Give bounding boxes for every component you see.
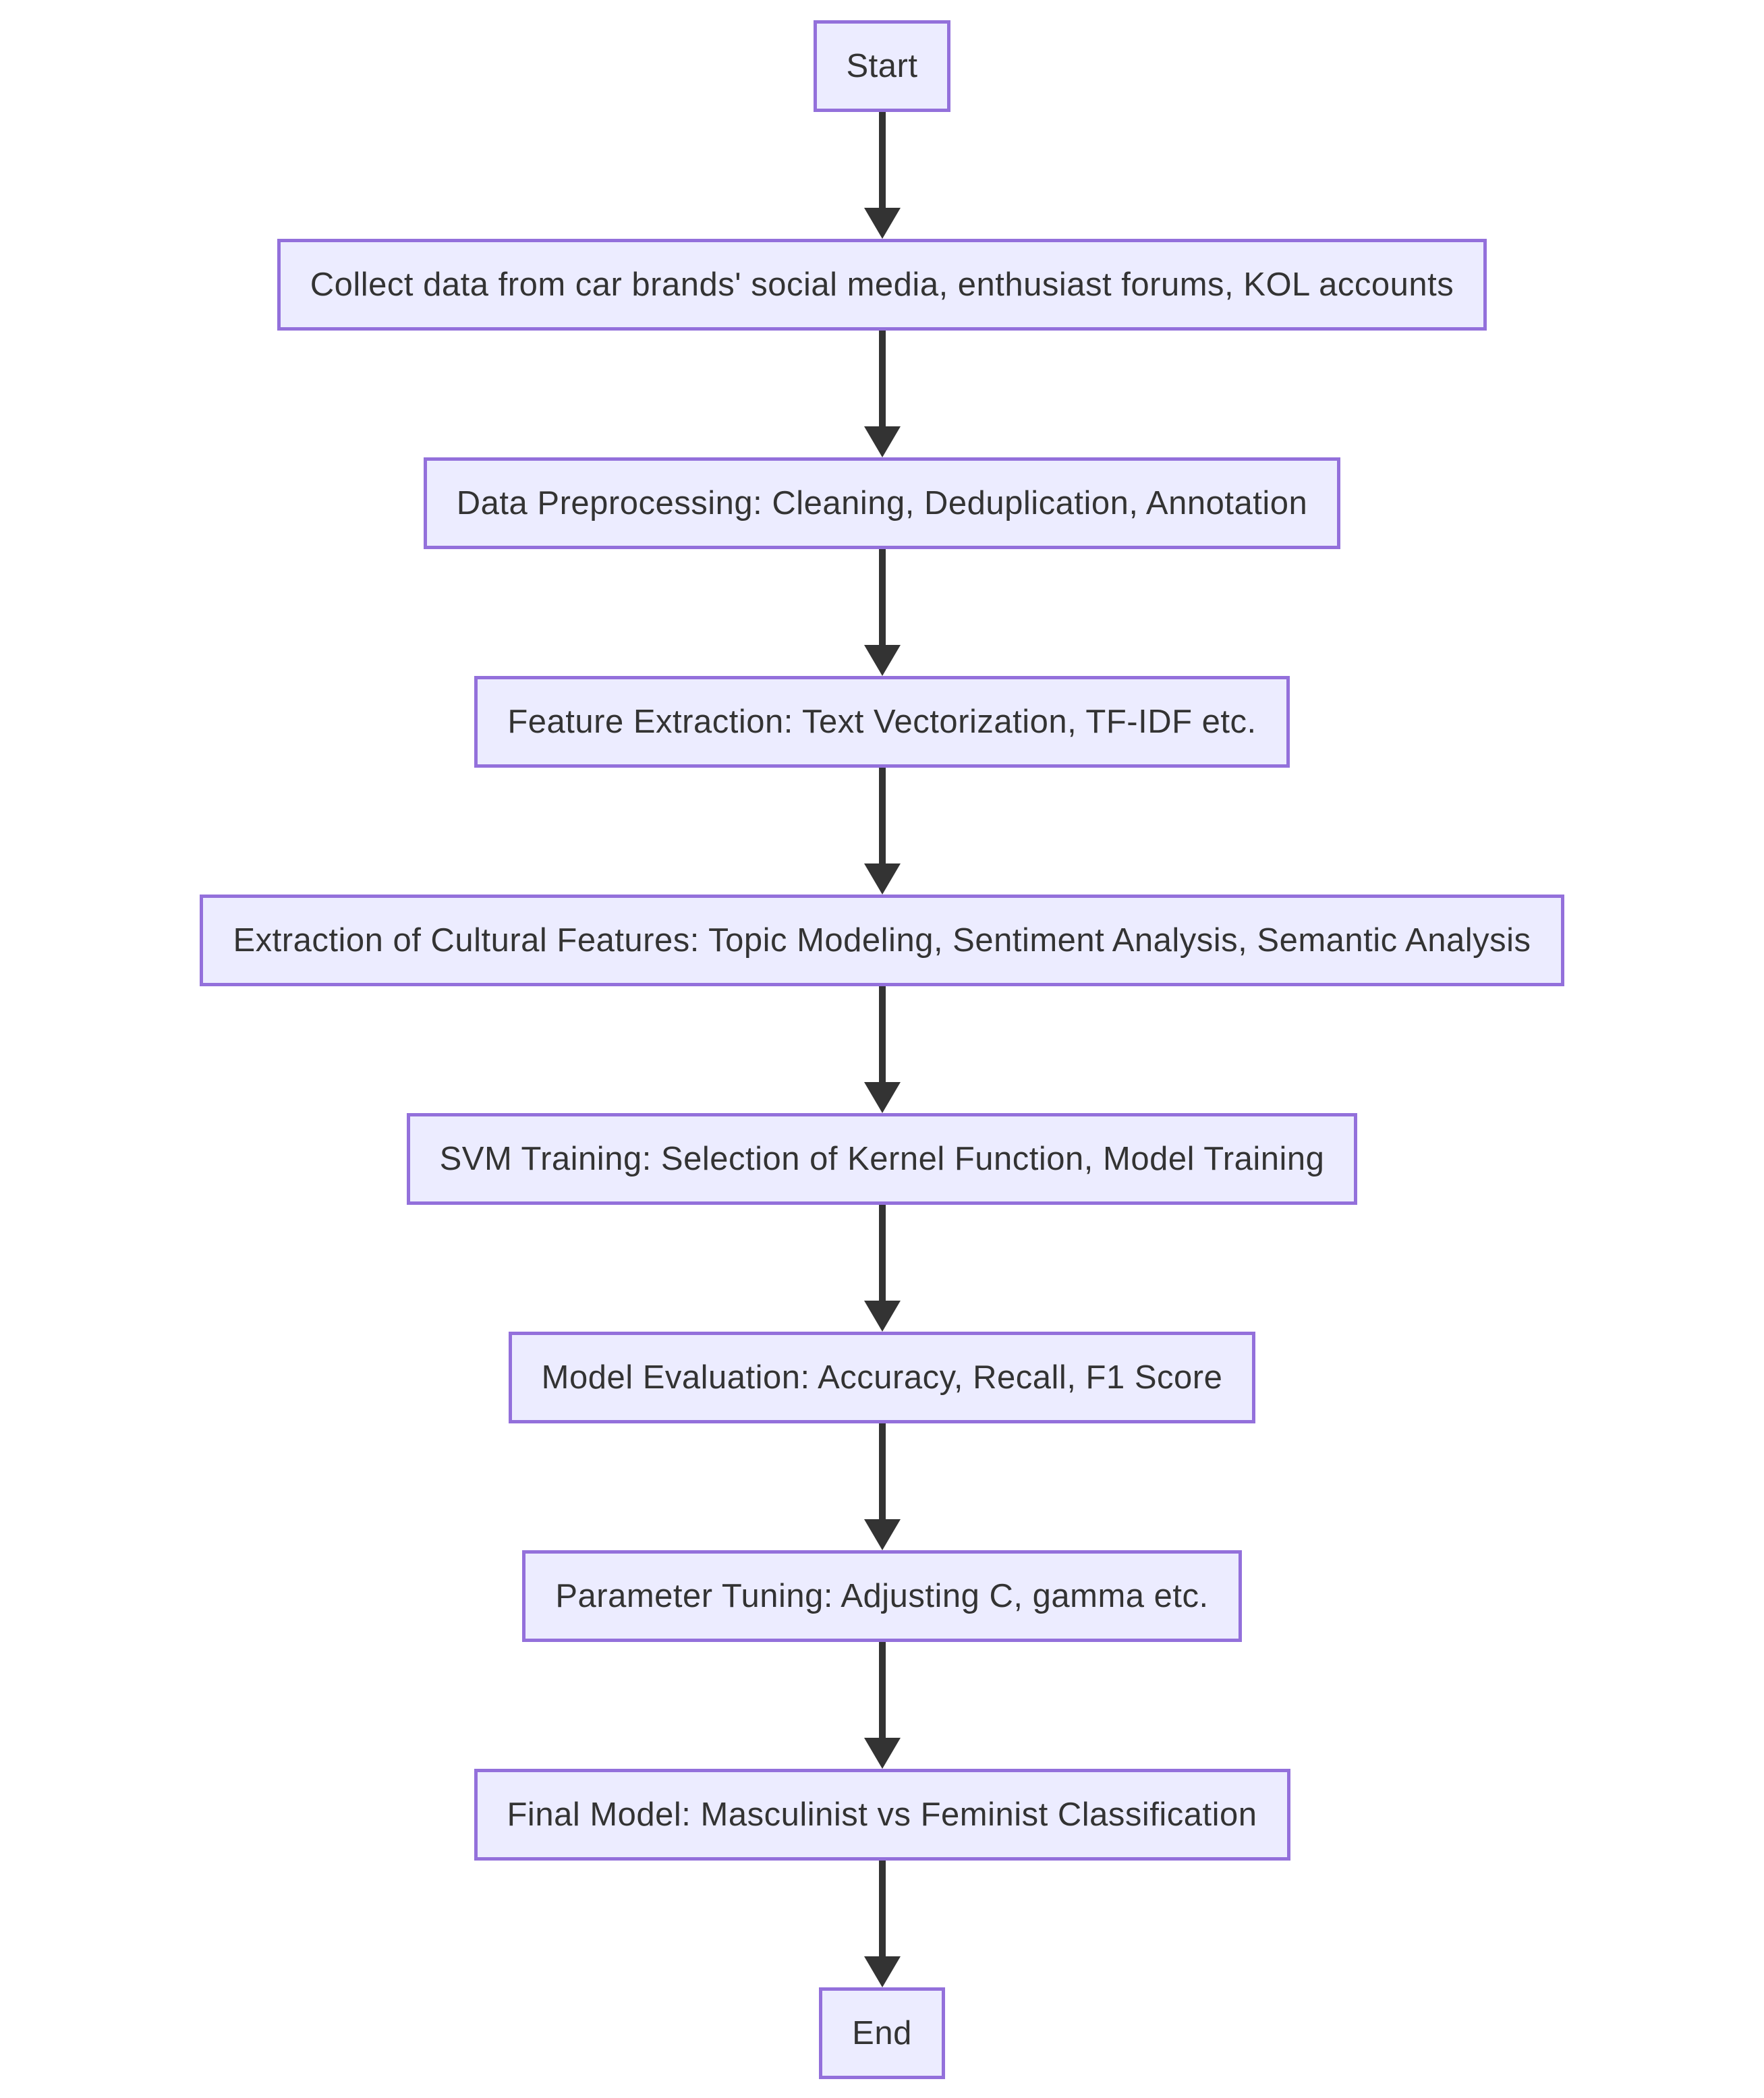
flow-node-collect-data: Collect data from car brands' social med… <box>277 239 1487 331</box>
flow-arrow <box>863 549 901 676</box>
flow-node-feature-extraction: Feature Extraction: Text Vectorization, … <box>474 676 1290 768</box>
flow-arrow <box>863 768 901 895</box>
arrow-down-icon <box>863 863 901 895</box>
arrow-line <box>878 768 886 863</box>
arrow-line <box>878 549 886 645</box>
flow-node-svm-training: SVM Training: Selection of Kernel Functi… <box>406 1113 1358 1205</box>
flow-node-final-model: Final Model: Masculinist vs Feminist Cla… <box>474 1769 1290 1861</box>
arrow-down-icon <box>863 1301 901 1332</box>
arrow-line <box>878 1423 886 1519</box>
flow-arrow <box>863 1423 901 1550</box>
arrow-line <box>878 1642 886 1738</box>
flow-node-parameter-tuning: Parameter Tuning: Adjusting C, gamma etc… <box>522 1550 1242 1642</box>
flow-arrow <box>863 1642 901 1769</box>
arrow-down-icon <box>863 1082 901 1113</box>
arrow-down-icon <box>863 1738 901 1769</box>
flow-arrow <box>863 331 901 457</box>
flow-arrow <box>863 986 901 1113</box>
flow-node-preprocessing: Data Preprocessing: Cleaning, Deduplicat… <box>423 457 1341 549</box>
flow-arrow <box>863 1205 901 1332</box>
flow-node-start: Start <box>813 20 951 112</box>
arrow-line <box>878 986 886 1082</box>
flow-node-model-evaluation: Model Evaluation: Accuracy, Recall, F1 S… <box>508 1332 1256 1423</box>
arrow-line <box>878 1861 886 1956</box>
flow-node-cultural-features: Extraction of Cultural Features: Topic M… <box>200 895 1564 986</box>
flow-node-end: End <box>819 1987 945 2079</box>
arrow-down-icon <box>863 1519 901 1550</box>
arrow-down-icon <box>863 645 901 676</box>
arrow-down-icon <box>863 426 901 457</box>
arrow-line <box>878 331 886 426</box>
arrow-line <box>878 1205 886 1301</box>
flow-arrow <box>863 112 901 239</box>
arrow-line <box>878 112 886 208</box>
arrow-down-icon <box>863 208 901 239</box>
flow-arrow <box>863 1861 901 1987</box>
arrow-down-icon <box>863 1956 901 1987</box>
